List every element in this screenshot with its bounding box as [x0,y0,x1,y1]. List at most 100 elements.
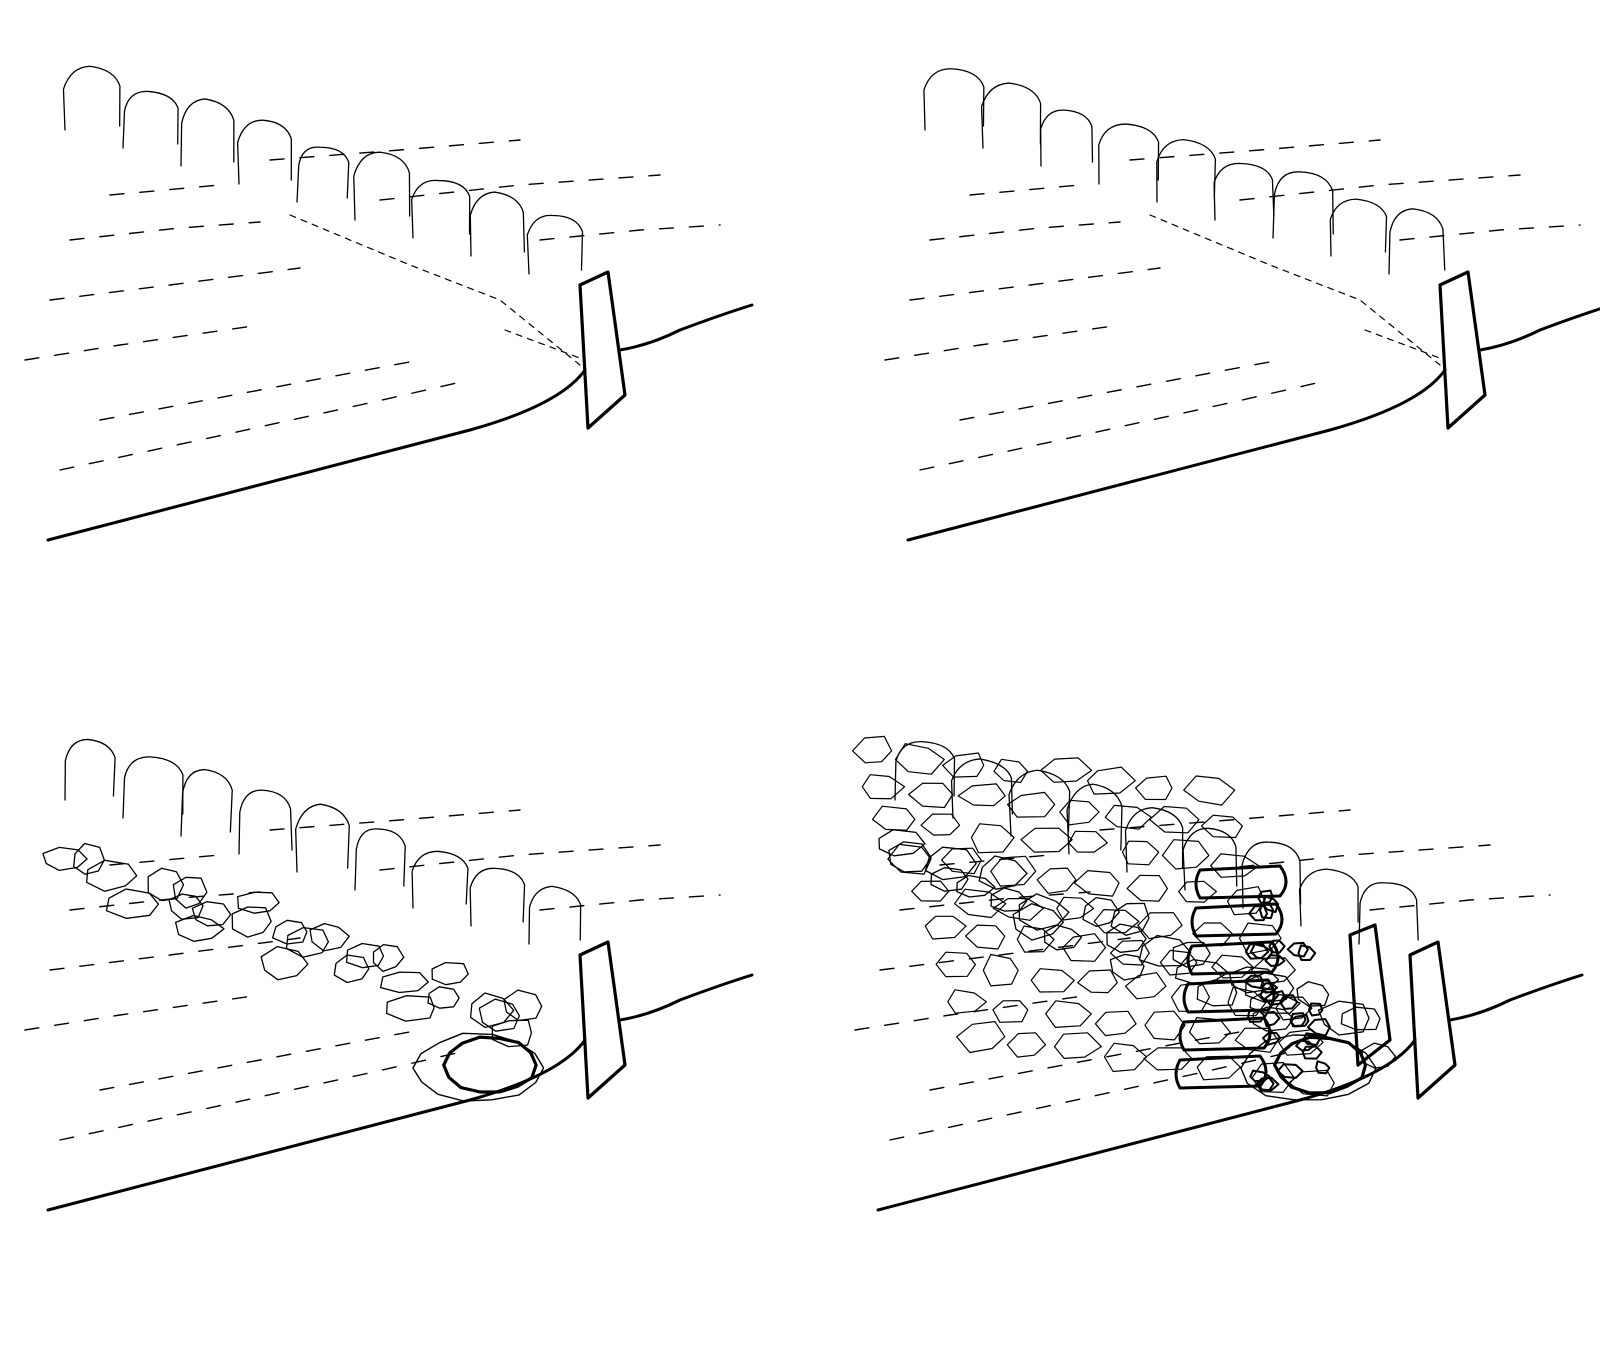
field-contour [49,267,301,301]
horizon-line [1478,307,1600,352]
loose-stone [990,887,1028,912]
rubble-fill [1256,889,1274,904]
capstone [1190,902,1284,938]
field-stone [1008,769,1071,837]
inner-post [1348,923,1392,1067]
rubble-fill [1279,994,1299,1010]
loose-stone [191,901,232,927]
field-stone [1358,882,1419,945]
loose-stone [1249,990,1301,1014]
field-contour [1399,224,1581,241]
wall-stone [920,813,961,836]
wall-stone [954,888,1007,919]
loose-stone [1043,924,1083,951]
end-post [578,940,627,1100]
wall-stone [947,989,987,1014]
wall-stone [1007,791,1056,818]
loose-stone [1106,923,1147,953]
field-stone [528,885,582,945]
loose-stone [379,971,429,994]
wall-footprint [1149,214,1441,366]
wall-stone [992,1000,1029,1023]
field-stone [980,82,1042,149]
wall-stone [1144,1010,1186,1041]
wall-stone [1124,972,1167,1000]
wall-stone [1062,933,1107,962]
loose-stone [1018,893,1070,931]
field-contour [59,379,471,471]
wall-stone [911,880,950,902]
foundation-stone-outline [1240,1034,1377,1101]
field-contour [109,184,221,196]
horizon-line [618,303,754,352]
loose-stone [427,986,460,1009]
loose-stone [956,874,996,898]
field-contour [99,1029,421,1091]
rubble-fill [1263,1011,1281,1028]
field-contour [69,891,261,911]
rubble-fill [1289,1012,1307,1028]
field-contour [1099,809,1351,831]
field-stone [236,119,293,185]
wall-stone [1104,804,1152,830]
field-stone [1213,162,1275,221]
wall-stone [1073,870,1120,897]
field-contour [109,854,221,866]
field-stone [1124,807,1184,873]
loose-stone [42,846,88,872]
loose-stone [1109,953,1145,981]
rubble-fill [1276,1063,1304,1079]
field-stone [469,191,526,257]
field-stone [295,803,350,873]
rubble-fill [1301,1045,1323,1060]
wall-stone [1161,839,1210,870]
panel-step-3 [24,738,754,1212]
wall-stone [1094,1010,1137,1037]
wall-stone [1053,1032,1102,1059]
loose-stone [73,842,105,875]
rubble-fill [1247,1008,1266,1023]
loose-stone [478,998,521,1032]
wall-stone [1135,775,1173,801]
loose-stone [271,919,308,945]
wall-stone [1086,766,1136,795]
wall-stone [1170,982,1210,1012]
field-stone [64,738,116,801]
field-contour [884,324,1121,361]
field-contour [69,221,261,241]
rubble-fill [1295,1039,1315,1052]
loose-stone [260,945,309,981]
field-contour [379,174,661,201]
field-contour [24,994,261,1031]
loose-stone [285,926,330,958]
field-contour [539,224,721,241]
loose-stone [978,855,1028,890]
horizon-line [1448,973,1584,1022]
loose-stone [930,867,969,892]
capstone [1182,978,1276,1014]
loose-stone [1340,1006,1381,1031]
wall-stone [1121,840,1160,866]
field-stone [469,867,526,927]
field-stone [1182,827,1238,891]
field-contour [899,891,1091,911]
wall-stone [1030,968,1075,993]
loose-stone [1082,896,1120,928]
field-contour [889,1049,1301,1141]
wall-footprint [289,214,581,366]
rubble-fill [1308,1002,1324,1017]
rubble-fill [1259,902,1275,920]
field-stone [923,68,985,131]
loose-stone [147,867,185,902]
field-contour [969,184,1081,196]
loose-stone [1138,934,1192,967]
wall-stone [1137,912,1183,940]
field-stone [526,214,584,275]
loose-stone [1296,981,1330,1007]
field-stone [1039,109,1094,167]
loose-stone [105,888,160,920]
rubble-fill [1286,941,1309,958]
field-contour [939,854,1051,866]
rubble-fill [1264,954,1286,967]
field-contour [379,844,661,871]
